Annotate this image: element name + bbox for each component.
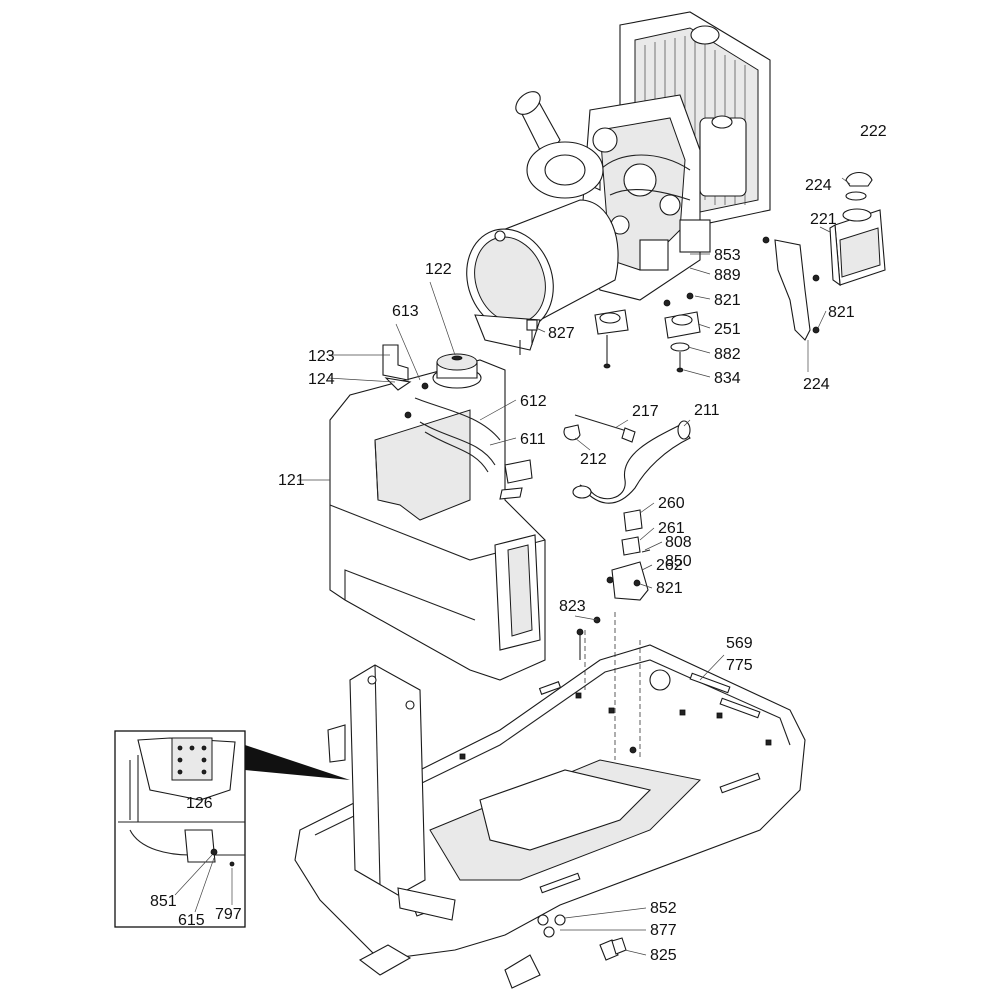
callout-615: 615	[178, 912, 205, 929]
callout-224: 224	[805, 177, 832, 194]
callout-889: 889	[714, 267, 741, 284]
engine-mount-left	[594, 309, 629, 369]
engine-mount-right	[664, 311, 701, 373]
callout-122: 122	[425, 261, 452, 278]
callout-808: 808	[665, 534, 692, 551]
callout-121: 121	[278, 472, 305, 489]
callout-251: 251	[714, 321, 741, 338]
callout-613: 613	[392, 303, 419, 320]
callout-611: 611	[520, 431, 546, 448]
callout-827: 827	[548, 325, 575, 342]
callout-882: 882	[714, 346, 741, 363]
callout-261: 261	[658, 520, 685, 537]
callout-851: 851	[150, 893, 177, 910]
callout-775: 775	[726, 657, 753, 674]
callout-850: 850	[665, 553, 692, 570]
leader-lines	[174, 177, 851, 956]
vertical-post	[327, 664, 541, 989]
coolant-tank-bracket	[762, 236, 820, 341]
callout-821: 821	[714, 292, 741, 309]
callout-825: 825	[650, 947, 677, 964]
engine-assembly	[466, 11, 771, 373]
callout-821: 821	[656, 580, 683, 597]
callout-612: 612	[520, 393, 547, 410]
callout-217: 217	[632, 403, 659, 420]
callout-224: 224	[803, 376, 830, 393]
callout-211: 211	[694, 402, 720, 419]
callout-853: 853	[714, 247, 741, 264]
coolant-hose	[572, 420, 691, 504]
callout-labels: 222 224 221 853 889 821 821 122 613 827 251 882 123 8…	[150, 123, 887, 964]
fuel-tank	[329, 344, 546, 681]
callout-124: 124	[308, 371, 335, 388]
callout-797: 797	[215, 906, 242, 923]
callout-212: 212	[580, 451, 607, 468]
callout-834: 834	[714, 370, 741, 387]
callout-821: 821	[828, 304, 855, 321]
engine-coolant-bottle	[699, 117, 747, 197]
callout-222: 222	[860, 123, 887, 140]
relay-assembly	[606, 509, 651, 601]
callout-123: 123	[308, 348, 335, 365]
detail-inset	[114, 730, 350, 928]
callout-260: 260	[658, 495, 685, 512]
callout-221: 221	[810, 211, 837, 228]
callout-877: 877	[650, 922, 677, 939]
callout-569: 569	[726, 635, 753, 652]
callout-262: 262	[656, 557, 683, 574]
hose-clamp	[563, 414, 636, 443]
callout-852: 852	[650, 900, 677, 917]
coolant-tank	[829, 171, 886, 287]
callout-126: 126	[186, 795, 213, 812]
callout-823: 823	[559, 598, 586, 615]
muffler	[466, 199, 619, 355]
